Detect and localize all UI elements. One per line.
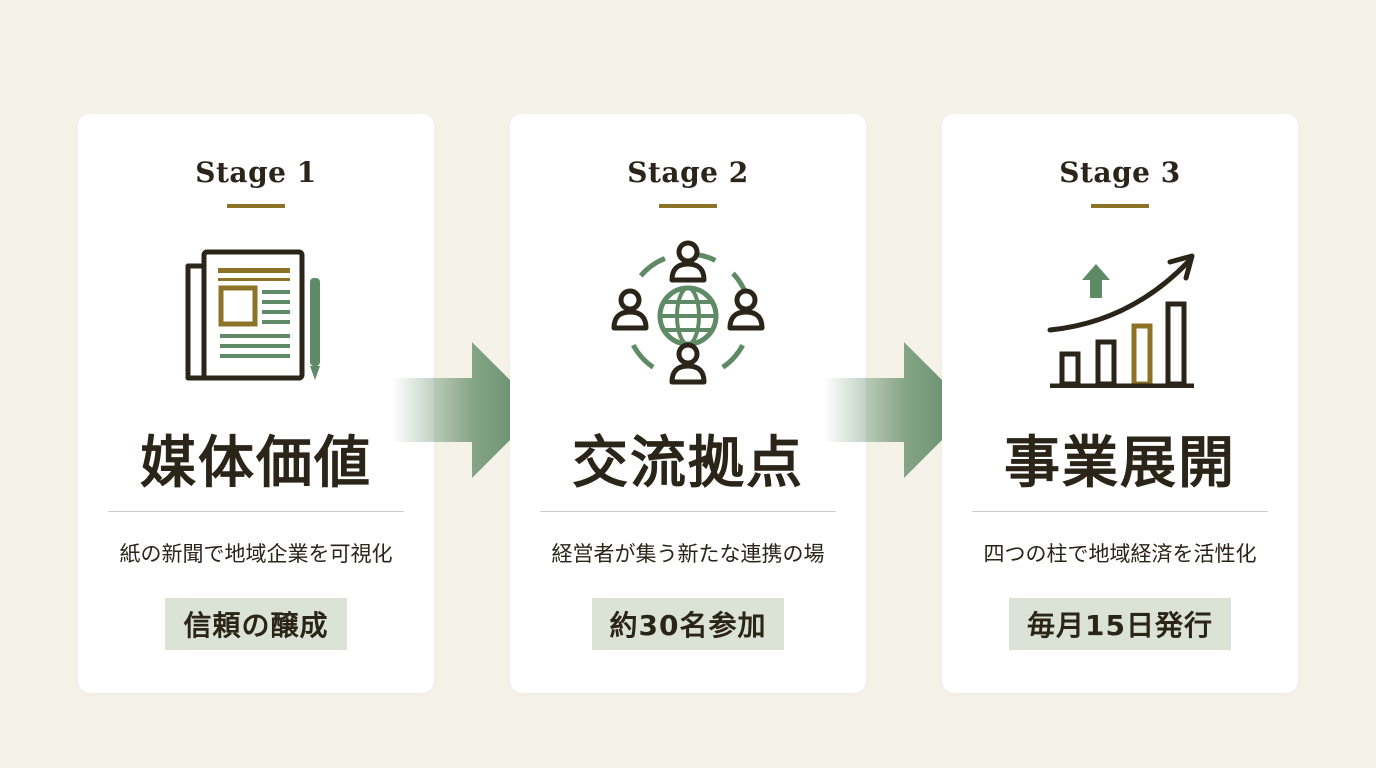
stage-label: Stage 2 bbox=[627, 156, 749, 189]
stage-badge-wrap: 信頼の醸成 bbox=[78, 598, 434, 650]
stage-divider bbox=[108, 511, 404, 512]
stage-rule bbox=[227, 204, 285, 208]
stage-label: Stage 1 bbox=[195, 156, 317, 189]
flow-arrow-2 bbox=[824, 342, 972, 478]
stage-rule bbox=[1091, 204, 1149, 208]
newspaper-icon bbox=[185, 249, 320, 381]
stage-description: 紙の新聞で地域企業を可視化 bbox=[119, 542, 393, 566]
growth-chart-icon bbox=[1047, 253, 1195, 388]
stage-description: 四つの柱で地域経済を活性化 bbox=[983, 542, 1257, 566]
stage-label: Stage 3 bbox=[1059, 156, 1181, 189]
stage-badge-wrap: 毎月15日発行 bbox=[942, 598, 1298, 650]
stage-title: 交流拠点 bbox=[572, 430, 804, 496]
stage-divider bbox=[540, 511, 836, 512]
stage-badge: 約30名参加 bbox=[591, 598, 785, 650]
stage-badge-wrap: 約30名参加 bbox=[510, 598, 866, 650]
stage-divider bbox=[972, 511, 1268, 512]
stage-badge: 信頼の醸成 bbox=[165, 598, 347, 650]
stage-card-2: Stage 2 交流拠点 経営者が集う新たな連携の場 bbox=[510, 114, 866, 693]
stage-badge: 毎月15日発行 bbox=[1009, 598, 1231, 650]
stage-card-1: Stage 1 媒体価値 紙の新聞で地域企業を可視化 信頼の醸成 bbox=[78, 114, 434, 693]
stage-description: 経営者が集う新たな連携の場 bbox=[551, 542, 825, 566]
stage-title: 事業展開 bbox=[1004, 430, 1236, 496]
stage-card-3: Stage 3 事業展開 四つの柱で地域経済を活性化 毎月15日発行 bbox=[942, 114, 1298, 693]
stage-title: 媒体価値 bbox=[140, 430, 372, 496]
network-globe-icon bbox=[611, 240, 765, 385]
flow-arrow-1 bbox=[392, 342, 540, 478]
stage-rule bbox=[659, 204, 717, 208]
